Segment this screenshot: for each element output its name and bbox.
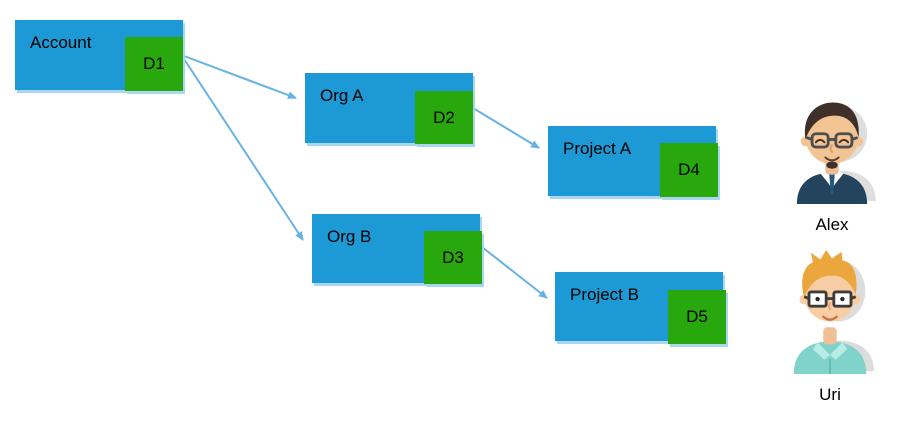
badge-d4: D4 [660,143,718,197]
user-card-uri: Uri [772,248,888,405]
badge-d5: D5 [668,290,726,344]
badge-d3: D3 [424,231,482,284]
edge-org-b-to-project-b [481,246,548,299]
node-org-b-label: Org B [327,227,372,246]
edge-org-a-to-project-a [472,107,540,149]
node-account-label: Account [30,33,92,52]
node-project-a-label: Project A [563,139,632,158]
user-name-uri: Uri [819,385,841,404]
user-card-alex: Alex [774,92,890,235]
edge-account-to-org-a [183,55,297,99]
badge-d2: D2 [415,91,473,144]
node-project-b-label: Project B [570,285,639,304]
edge-account-to-org-b [183,58,304,241]
avatar-alex-icon [796,102,876,204]
badge-d1: D1 [125,37,183,91]
node-org-a-label: Org A [320,86,364,105]
avatar-uri-icon [793,249,874,374]
user-name-alex: Alex [815,215,849,234]
